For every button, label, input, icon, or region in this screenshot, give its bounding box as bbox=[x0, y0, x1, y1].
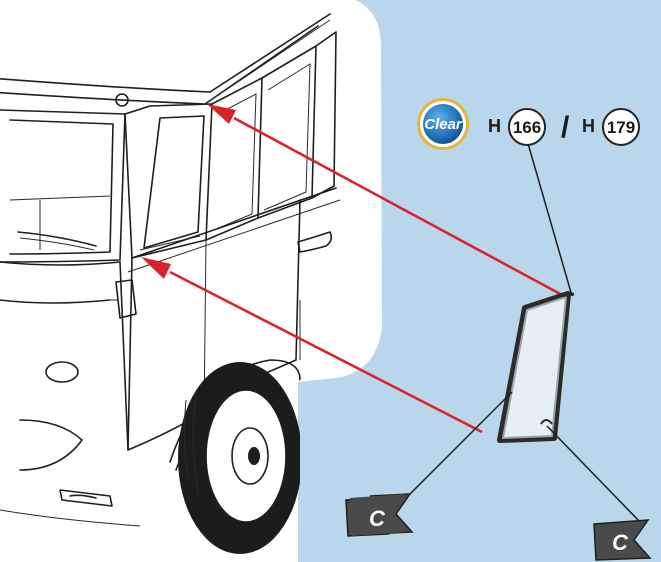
clear-color-badge: Clear bbox=[417, 98, 469, 150]
paint-code-2-prefix: H bbox=[582, 116, 595, 136]
flag-letter-right: C bbox=[612, 530, 629, 555]
flag-c-right: C bbox=[594, 520, 650, 560]
clear-label: Clear bbox=[424, 116, 463, 133]
paint-code-2-number: 179 bbox=[607, 118, 635, 137]
paint-code-1: H 166 bbox=[488, 109, 545, 145]
flag-c-left: C bbox=[346, 494, 412, 536]
leader-lines bbox=[384, 140, 640, 522]
paint-code-1-number: 166 bbox=[513, 118, 541, 137]
paint-code-2: H 179 bbox=[582, 109, 639, 145]
code-separator: / bbox=[561, 111, 570, 144]
window-glass-part bbox=[500, 294, 574, 440]
flag-letter-left: C bbox=[369, 506, 386, 531]
paint-code-1-prefix: H bbox=[488, 116, 501, 136]
